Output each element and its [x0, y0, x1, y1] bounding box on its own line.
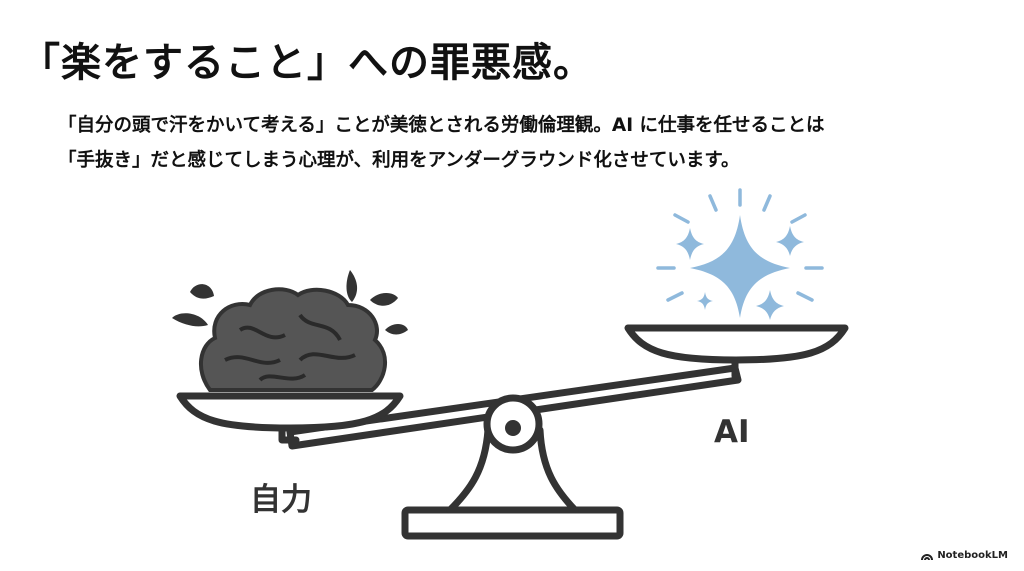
sparkle-icon [676, 215, 804, 320]
right-pan [624, 324, 849, 364]
left-pan [176, 392, 404, 432]
notebooklm-logo-icon [921, 554, 934, 560]
label-self: 自力 [250, 482, 312, 518]
label-ai: AI [714, 414, 750, 450]
watermark-text: NotebookLM [937, 550, 1008, 561]
scale-base [401, 506, 624, 540]
slide-title: 「楽をすること」への罪悪感。 [20, 40, 594, 86]
body-line: 「自分の頭で汗をかいて考える」ことが美徳とされる労働倫理観。AI に仕事を任せる… [58, 115, 825, 136]
brain-icon [198, 287, 388, 392]
slide-body: 「自分の頭で汗をかいて考える」ことが美徳とされる労働倫理観。AI に仕事を任せる… [58, 108, 825, 178]
notebooklm-watermark: NotebookLM [921, 550, 1008, 561]
sparkle-rays [656, 188, 824, 302]
pivot-dot [505, 420, 521, 436]
sweat-drops-icon [172, 270, 408, 335]
body-line: 「手抜き」だと感じてしまう心理が、利用をアンダーグラウンド化させています。 [58, 150, 740, 171]
